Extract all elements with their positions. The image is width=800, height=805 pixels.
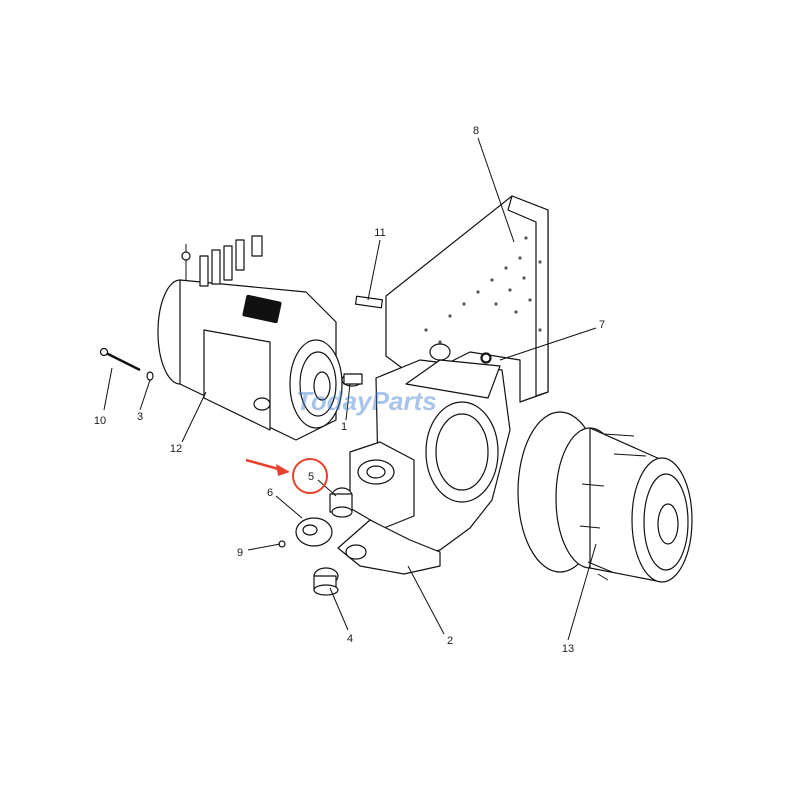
watermark-part1: Today bbox=[296, 386, 373, 416]
motor-terminals bbox=[181, 235, 263, 287]
callout-3: 3 bbox=[137, 411, 143, 423]
callout-8: 8 bbox=[473, 125, 479, 137]
leader-lines bbox=[103, 137, 597, 641]
svg-text:TodayParts: TodayParts bbox=[296, 386, 437, 416]
wheel-studs bbox=[579, 433, 647, 581]
highlight-arrow-shaft bbox=[245, 458, 283, 472]
watermark-part2: Parts bbox=[372, 386, 437, 416]
callout-7: 7 bbox=[599, 319, 605, 331]
part-11-bolt bbox=[354, 295, 384, 309]
callout-10: 10 bbox=[94, 415, 106, 427]
highlight-arrow-head bbox=[276, 464, 290, 476]
part-6-cam-plate bbox=[295, 517, 333, 547]
callout-13: 13 bbox=[562, 643, 574, 655]
part-13-wheel-hub bbox=[517, 411, 693, 583]
callout-2: 2 bbox=[447, 635, 453, 647]
part-7-nut bbox=[481, 353, 491, 363]
callout-9: 9 bbox=[237, 547, 243, 559]
callout-1: 1 bbox=[341, 421, 347, 433]
watermark: TodayParts bbox=[296, 386, 437, 416]
callout-labels: 1 2 3 4 5 6 7 8 9 10 11 12 13 bbox=[94, 125, 605, 655]
part-4-bushing bbox=[313, 567, 339, 596]
highlight-circle bbox=[292, 458, 328, 494]
part-5-bushing bbox=[329, 487, 353, 518]
callout-12: 12 bbox=[170, 443, 182, 455]
part-10-bolt bbox=[99, 347, 141, 372]
callout-5: 5 bbox=[308, 471, 314, 483]
part-12-motor bbox=[157, 235, 363, 441]
callout-11: 11 bbox=[374, 227, 385, 239]
callout-6: 6 bbox=[267, 487, 273, 499]
plate-holes bbox=[424, 236, 542, 344]
highlight-marker bbox=[245, 458, 328, 494]
part-2-bracket-housing bbox=[337, 352, 511, 575]
part-3-washer bbox=[146, 371, 154, 381]
callout-4: 4 bbox=[347, 633, 353, 645]
part-1-bolt bbox=[343, 373, 363, 385]
